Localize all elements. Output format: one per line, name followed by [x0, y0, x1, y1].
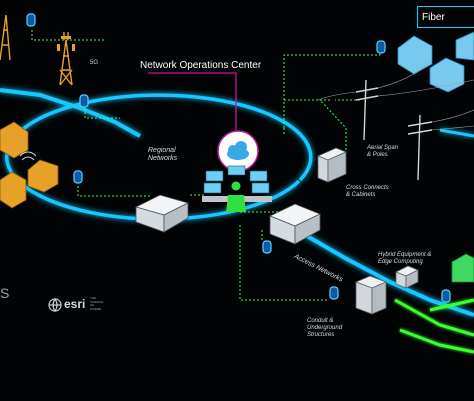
wifi-icon: [19, 151, 37, 161]
monitor-icon: [203, 165, 270, 194]
noc-pointer: [148, 72, 237, 134]
fiber-access-trunk: [298, 230, 474, 317]
esri-tagline: THE SCIENCE OF WHERE: [90, 296, 104, 311]
cross-connects-label: Cross Connects & Cabinets: [346, 185, 389, 198]
fiber-east-link: [439, 128, 474, 138]
location-pin-icon: [26, 13, 451, 303]
regional-networks-label: Regional Networks: [148, 147, 178, 162]
house-icon-green: [451, 253, 474, 283]
five-g-label: 5G: [90, 60, 99, 66]
cell-tower-icon: [0, 14, 73, 86]
fiber-west-trunk: [0, 88, 141, 138]
house-icons-blue: [397, 31, 474, 93]
aerial-span-label: Aerial Span & Poles: [367, 145, 399, 158]
cloud-icon: [227, 141, 249, 160]
edge-s-text: S: [0, 285, 10, 301]
green-access-lines: [394, 298, 474, 354]
data-center-icon: [134, 194, 190, 233]
conduit-label: Conduit & Underground Structures: [307, 318, 343, 338]
conduit-vault-icon: [354, 275, 388, 315]
access-hub-icon: [269, 203, 321, 245]
operator-icon: [226, 181, 246, 212]
esri-globe-icon: [48, 298, 62, 313]
aerial-spans: [317, 61, 474, 131]
cabinet-icon: [316, 147, 348, 183]
fiber-tag: Fiber: [417, 6, 474, 28]
utility-pole-icon: [355, 79, 433, 181]
esri-logo: esri: [64, 297, 86, 311]
house-icons-orange: [0, 121, 59, 209]
hybrid-equipment-icon: [395, 265, 419, 289]
noc-label: Network Operations Center: [140, 60, 262, 71]
hybrid-equipment-label: Hybrid Equipment & Edge Computing: [378, 252, 432, 265]
antenna-dots: [57, 36, 75, 51]
